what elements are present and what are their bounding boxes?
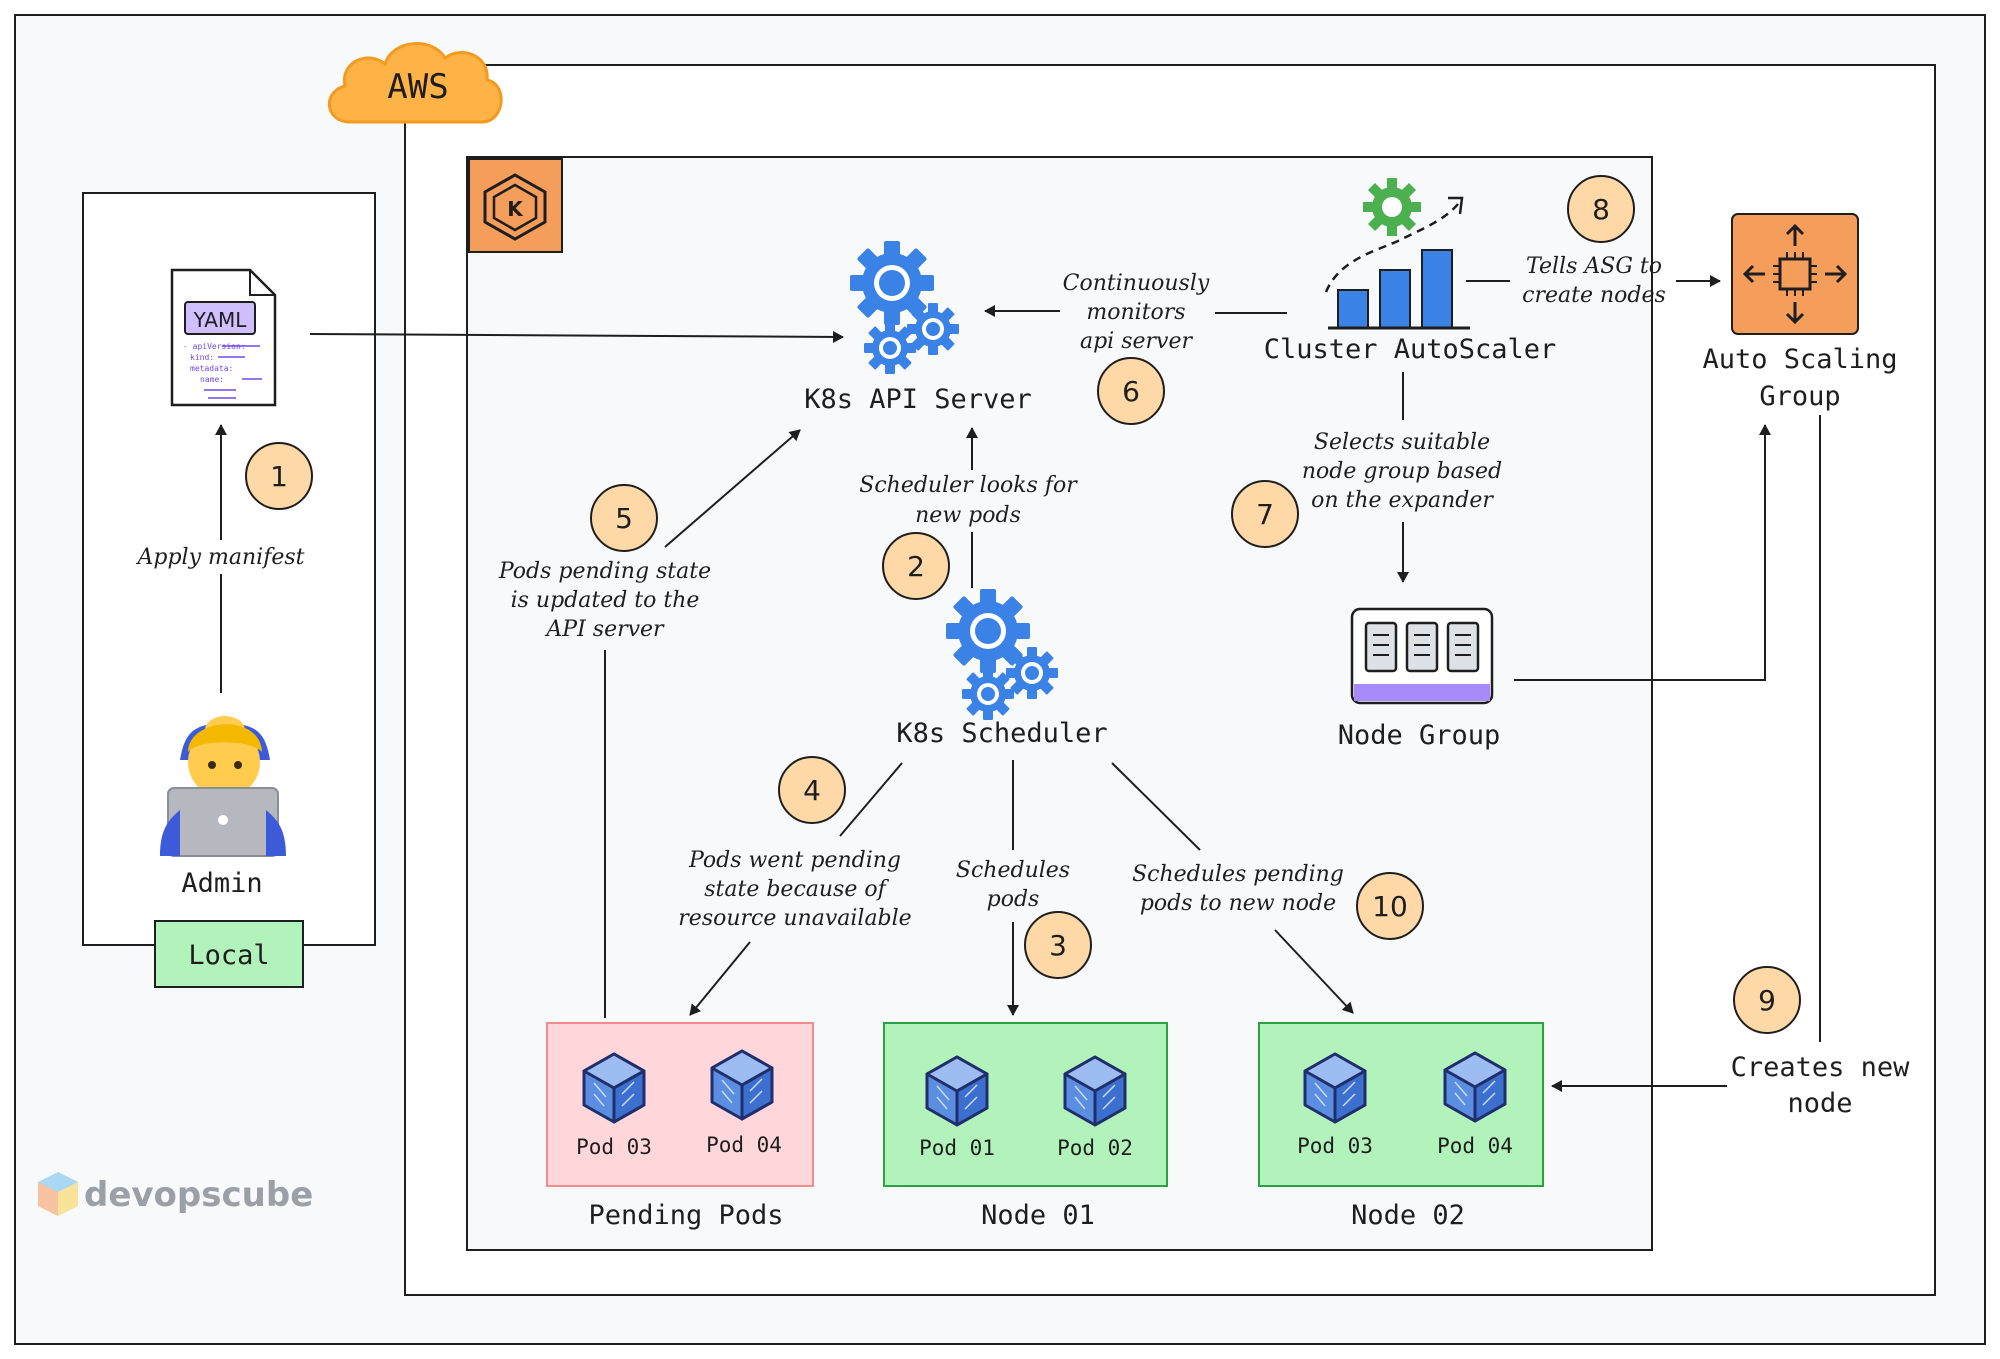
schedules-pending-note-2: pods to new node: [1140, 891, 1336, 916]
monitors-note-2: monitors: [1086, 300, 1185, 325]
asg-label-line2: Group: [1759, 381, 1840, 412]
admin-avatar-icon: [160, 716, 286, 857]
node02-pod-2-label: Pod 04: [1437, 1134, 1513, 1158]
yaml-line-1: - apiVersion:: [183, 342, 246, 351]
yaml-label: YAML: [193, 308, 248, 332]
went-pending-note-2: state because of: [704, 877, 889, 902]
monitors-note-3: api server: [1080, 329, 1194, 354]
node01-label: Node 01: [981, 1200, 1095, 1231]
svg-text:4: 4: [803, 774, 821, 807]
svg-text:6: 6: [1122, 375, 1140, 408]
node02-pod-1-label: Pod 03: [1297, 1134, 1373, 1158]
scheduler-looks-note-1: Scheduler looks for: [859, 473, 1078, 498]
svg-text:10: 10: [1372, 890, 1408, 923]
creates-node-note-2: node: [1787, 1088, 1852, 1119]
auto-scaling-group-icon: [1731, 213, 1859, 335]
pending-state-note-2: is updated to the: [511, 588, 700, 613]
creates-node-note-1: Creates new: [1731, 1052, 1911, 1083]
autoscaler-label: Cluster AutoScaler: [1264, 334, 1557, 365]
went-pending-note-3: resource unavailable: [678, 906, 911, 931]
node01-pod-2-icon: [1063, 1055, 1127, 1127]
svg-text:2: 2: [907, 550, 925, 583]
local-label: Local: [188, 940, 269, 971]
devopscube-logo: devopscube: [38, 1172, 313, 1216]
step-badge-2: 2: [882, 532, 950, 600]
pending-pod-1-label: Pod 03: [576, 1135, 652, 1159]
pending-state-note-3: API server: [544, 617, 665, 642]
yaml-to-api-arrow: [309, 330, 844, 343]
api-server-label: K8s API Server: [804, 384, 1032, 415]
pending-pod-2-icon: [710, 1049, 774, 1121]
pending-pod-2-label: Pod 04: [706, 1133, 782, 1157]
monitors-note-1: Continuously: [1063, 271, 1210, 296]
aws-label: AWS: [387, 67, 448, 107]
svg-text:K: K: [507, 197, 524, 221]
svg-text:3: 3: [1049, 929, 1067, 962]
svg-text:5: 5: [615, 502, 633, 535]
step-badge-9: 9: [1733, 966, 1801, 1034]
schedules-pending-note-1: Schedules pending: [1132, 862, 1344, 887]
selects-note-1: Selects suitable: [1314, 430, 1490, 455]
svg-text:1: 1: [270, 460, 288, 493]
local-tag: [154, 920, 304, 988]
yaml-line-4: name:: [200, 375, 224, 384]
step-badge-8: 8: [1567, 175, 1635, 243]
admin-label: Admin: [181, 868, 262, 899]
pending-pod-1-icon: [582, 1052, 646, 1124]
yaml-file-icon: YAML - apiVersion: kind: metadata: name:: [170, 268, 277, 407]
pending-to-api-arrow: [664, 429, 801, 548]
nodegroup-to-asg-arrow: [1514, 424, 1771, 681]
svg-text:8: 8: [1592, 193, 1610, 226]
pending-pods-label: Pending Pods: [588, 1200, 783, 1231]
tells-asg-note-1: Tells ASG to: [1526, 254, 1662, 279]
brand-name: devopscube: [84, 1175, 313, 1215]
selects-note-2: node group based: [1302, 459, 1502, 484]
schedules-note-2: pods: [987, 887, 1040, 912]
selects-note-3: on the expander: [1311, 488, 1494, 513]
scheduler-label: K8s Scheduler: [896, 718, 1107, 749]
schedules-note-1: Schedules: [956, 858, 1070, 883]
node-group-icon: [1350, 607, 1494, 705]
node01-pod-2-label: Pod 02: [1057, 1136, 1133, 1160]
scheduler-looks-note-2: new pods: [915, 503, 1021, 528]
eks-logo-icon: K: [468, 158, 563, 253]
apply-manifest-note: Apply manifest: [136, 545, 305, 570]
autoscaler-chart-icon: [1324, 196, 1470, 330]
scheduler-to-node02-arrow: [1274, 929, 1354, 1014]
yaml-line-2: kind:: [190, 353, 214, 362]
node-group-label: Node Group: [1338, 720, 1501, 751]
svg-text:7: 7: [1256, 498, 1274, 531]
step-badge-5: 5: [590, 484, 658, 552]
node02-label: Node 02: [1351, 1200, 1465, 1231]
tells-asg-note-2: create nodes: [1522, 283, 1666, 308]
node02-pod-1-icon: [1303, 1052, 1367, 1124]
asg-label-line1: Auto Scaling: [1702, 344, 1897, 375]
step-badge-1: 1: [245, 442, 313, 510]
pending-state-note-1: Pods pending state: [498, 559, 711, 584]
svg-text:9: 9: [1758, 984, 1776, 1017]
went-pending-note-1: Pods went pending: [688, 848, 901, 873]
step-badge-3: 3: [1024, 911, 1092, 979]
autoscaler-gear-icon: [1363, 178, 1421, 236]
step-badge-7: 7: [1231, 480, 1299, 548]
aws-cloud-icon: AWS: [327, 42, 503, 124]
node01-pod-1-icon: [925, 1055, 989, 1127]
yaml-line-3: metadata:: [190, 364, 233, 373]
step-badge-4: 4: [778, 756, 846, 824]
node01-pod-1-label: Pod 01: [919, 1136, 995, 1160]
node02-pod-2-icon: [1443, 1051, 1507, 1123]
scheduler-to-pending-arrow: [689, 941, 751, 1016]
step-badge-6: 6: [1097, 357, 1165, 425]
step-badge-10: 10: [1356, 872, 1424, 940]
